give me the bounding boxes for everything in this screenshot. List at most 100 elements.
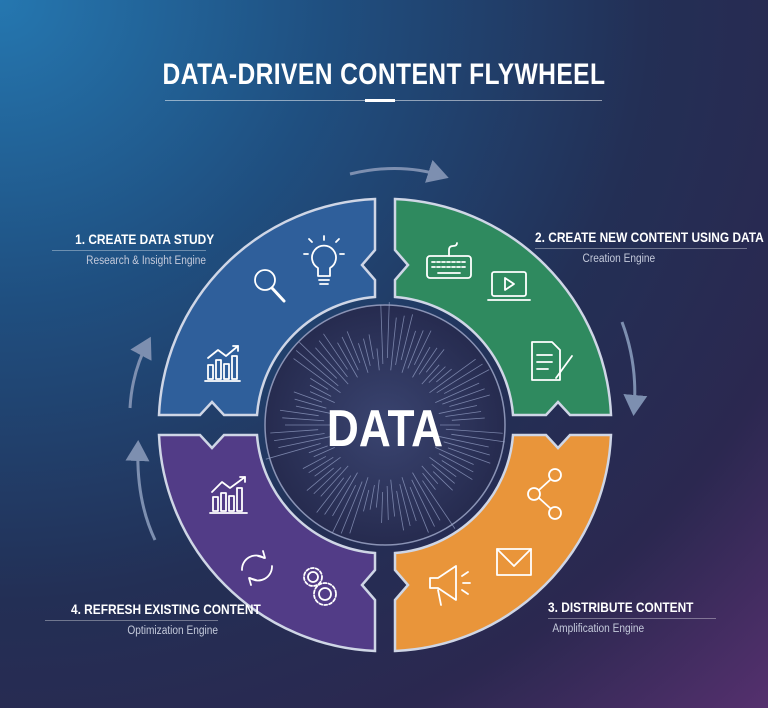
burst-line: [399, 484, 411, 527]
burst-line: [435, 382, 480, 403]
burst-line: [438, 436, 489, 448]
burst-line: [428, 366, 446, 383]
data-core: [264, 304, 506, 546]
title-accent: [365, 99, 395, 102]
document-pen-icon: [531, 341, 573, 381]
burst-line: [368, 334, 374, 360]
burst-line: [438, 453, 474, 473]
burst-line: [438, 405, 478, 414]
burst-line: [323, 333, 348, 370]
stage-1-divider: [52, 250, 206, 251]
burst-line: [380, 305, 384, 365]
burst-line: [436, 363, 483, 394]
burst-line: [376, 348, 380, 371]
burst-line: [302, 456, 327, 470]
stage-2-subtitle: Creation Engine: [582, 253, 656, 265]
burst-line: [294, 398, 327, 409]
keyboard-icon: [426, 242, 472, 279]
burst-line: [390, 479, 396, 517]
burst-line: [315, 347, 349, 385]
burst-line: [293, 358, 341, 393]
burst-line: [401, 477, 417, 522]
burst-line: [441, 460, 473, 480]
burst-line: [429, 358, 476, 393]
burst-line: [341, 336, 359, 371]
segment-create-data-study: [157, 197, 377, 417]
burst-line: [295, 405, 332, 414]
data-burst: [265, 302, 505, 534]
burst-line: [293, 391, 323, 403]
burst-line: [407, 330, 424, 369]
burst-line: [411, 479, 435, 527]
burst-line: [363, 489, 370, 512]
stage-1-label: 1. CREATE DATA STUDY Research & Insight …: [52, 231, 215, 267]
burst-line: [308, 456, 334, 474]
burst-line: [442, 388, 485, 405]
burst-line: [349, 477, 369, 534]
burst-line: [308, 445, 328, 454]
burst-line: [320, 465, 349, 497]
burst-line: [396, 490, 404, 531]
burst-line: [390, 317, 397, 371]
burst-line: [295, 350, 339, 387]
gears-icon: [303, 567, 337, 606]
stage-2-heading: 2. CREATE NEW CONTENT USING DATA: [535, 229, 764, 245]
burst-line: [401, 330, 416, 373]
refresh-icon: [241, 550, 273, 586]
burst-line: [395, 315, 405, 365]
center-label: DATA: [327, 400, 443, 458]
burst-line: [337, 342, 358, 378]
segment-distribute-content: [393, 433, 613, 653]
cycle-arrow-right: [620, 321, 648, 416]
burst-line: [418, 347, 438, 375]
share-icon: [527, 468, 562, 520]
burst-line: [449, 394, 490, 407]
burst-line: [278, 436, 332, 449]
burst-line: [313, 467, 342, 495]
burst-line: [422, 472, 436, 490]
stage-3-label: 3. DISTRIBUTE CONTENT Amplification Engi…: [548, 599, 716, 635]
stage-4-label: 4. REFRESH EXISTING CONTENT Optimization…: [45, 601, 261, 637]
burst-line: [431, 463, 455, 484]
burst-line: [451, 417, 485, 421]
burst-line: [375, 479, 380, 508]
megaphone-icon: [429, 565, 471, 606]
burst-line: [432, 471, 453, 491]
growth-chart-icon: [209, 476, 248, 514]
burst-line: [279, 409, 319, 417]
burst-line: [306, 467, 334, 491]
stage-1-heading: 1. CREATE DATA STUDY: [75, 231, 215, 247]
stage-4-divider: [45, 620, 218, 621]
burst-line: [386, 485, 389, 520]
burst-line: [358, 343, 369, 373]
burst-line: [309, 391, 335, 403]
lightbulb-icon: [303, 235, 345, 285]
growth-chart-icon: [204, 345, 241, 382]
stage-2-label: 2. CREATE NEW CONTENT USING DATA Creatio…: [535, 229, 764, 265]
burst-line: [400, 314, 413, 361]
burst-line: [451, 433, 505, 443]
burst-line: [314, 457, 341, 477]
burst-line: [274, 433, 325, 441]
burst-line: [412, 346, 431, 378]
envelope-icon: [496, 548, 532, 576]
stage-2-divider: [535, 248, 747, 249]
burst-line: [299, 342, 338, 379]
video-player-icon: [487, 271, 531, 301]
burst-line: [421, 465, 439, 484]
stage-4-heading: 4. REFRESH EXISTING CONTENT: [70, 601, 261, 617]
burst-line: [346, 331, 361, 364]
burst-line: [421, 364, 440, 385]
stage-4-subtitle: Optimization Engine: [127, 625, 218, 637]
burst-line: [318, 340, 348, 378]
burst-line: [313, 447, 335, 458]
burst-line: [425, 349, 445, 373]
burst-line: [429, 457, 457, 478]
cycle-arrow-left-upper: [128, 336, 152, 409]
segment-refresh-content: [157, 433, 377, 653]
magnifier-icon: [254, 269, 286, 303]
burst-line: [445, 428, 503, 434]
page-title: DATA-DRIVEN CONTENT FLYWHEEL: [162, 58, 606, 91]
burst-line: [409, 486, 429, 533]
